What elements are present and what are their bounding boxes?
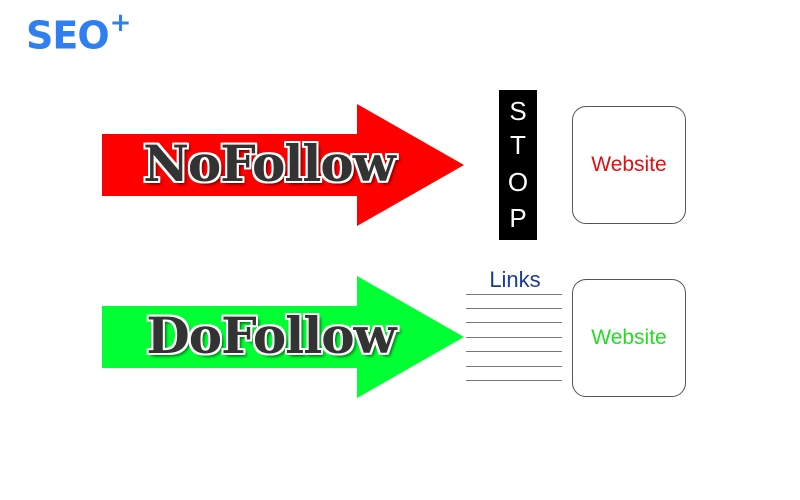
stop-letter-t: T	[510, 130, 526, 160]
website-label-green: Website	[591, 326, 667, 349]
seo-plus-logo: SEO+	[26, 10, 131, 58]
nofollow-label: NoFollow	[143, 134, 396, 193]
website-box-dofollow: Website	[572, 279, 686, 397]
website-label-red: Website	[591, 153, 667, 176]
stop-letter-s: S	[509, 96, 527, 126]
stop-barrier: S T O P	[499, 90, 537, 240]
logo-plus: +	[109, 8, 132, 38]
link-line	[466, 351, 562, 352]
green-arrow-polygon	[102, 276, 464, 398]
link-line	[466, 322, 562, 323]
link-line	[466, 308, 562, 309]
dofollow-arrow: DoFollow	[102, 276, 464, 398]
dofollow-label: DoFollow	[146, 306, 396, 365]
red-arrow-polygon	[102, 104, 464, 226]
red-arrow-shape	[102, 104, 464, 226]
link-line	[466, 337, 562, 338]
stop-letter-o: O	[507, 167, 529, 197]
stop-letter-p: P	[509, 203, 527, 233]
logo-text: SEO	[26, 13, 110, 58]
link-line	[466, 366, 562, 367]
links-label: Links	[489, 267, 541, 292]
link-line	[466, 294, 562, 295]
link-line	[466, 380, 562, 381]
nofollow-arrow: NoFollow	[102, 104, 464, 226]
website-box-nofollow: Website	[572, 106, 686, 224]
green-arrow-shape	[102, 276, 464, 398]
